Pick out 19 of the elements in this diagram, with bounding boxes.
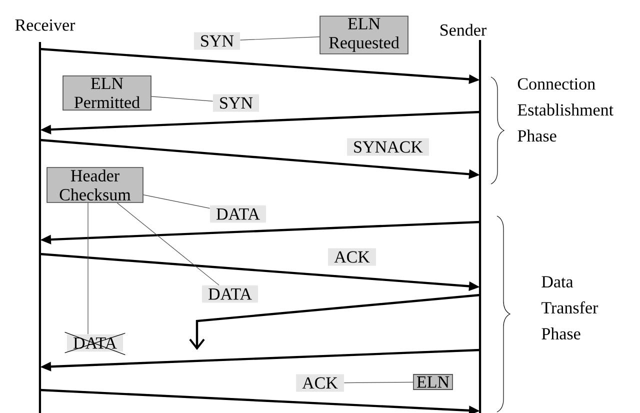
leader-line: [151, 96, 214, 102]
message-label: SYN: [213, 94, 259, 112]
leader-line: [240, 36, 320, 40]
message-label: DATA: [202, 285, 258, 303]
message-label: SYN: [194, 32, 240, 50]
phase-label: Data Transfer Phase: [542, 276, 598, 340]
message-label: DATA: [210, 205, 266, 223]
leader-line: [143, 194, 210, 209]
leader-line: [344, 382, 414, 384]
callout-box: ELN Permitted: [62, 75, 152, 111]
message-arrow: [189, 294, 480, 350]
message-label: ACK: [328, 248, 376, 266]
message-label: ACK: [296, 374, 344, 392]
leader-line: [116, 202, 220, 286]
callout-box: ELN Requested: [320, 16, 408, 54]
message-label: SYNACK: [347, 138, 429, 156]
callout-box: ELN: [413, 374, 453, 390]
phase-label: Connection Establishment Phase: [518, 78, 614, 142]
callout-box: Header Checksum: [46, 167, 144, 203]
